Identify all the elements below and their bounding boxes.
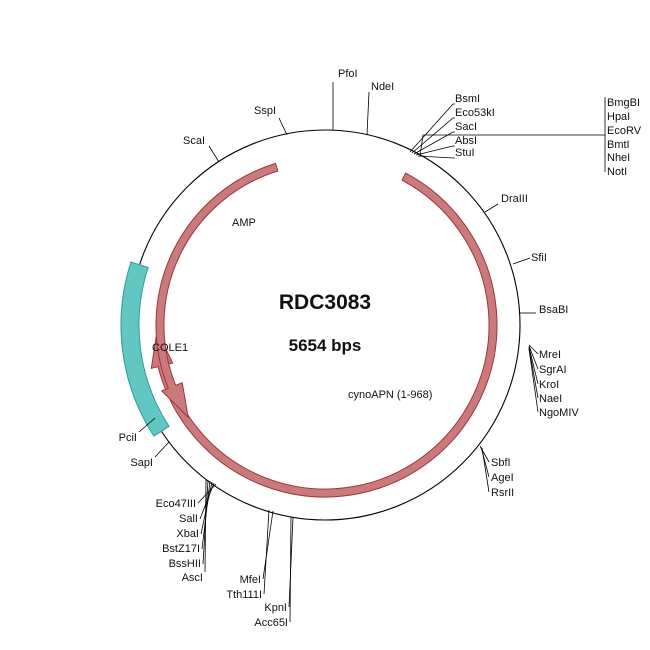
feature-cole1-block[interactable] xyxy=(120,261,170,437)
site-label: SalI xyxy=(179,513,198,525)
site-label: SfiI xyxy=(531,252,547,264)
site-label: NheI xyxy=(607,152,630,164)
feature-label-amp: AMP xyxy=(232,217,256,229)
plasmid-size: 5654 bps xyxy=(289,336,362,355)
site-label: NaeI xyxy=(539,393,562,405)
site-label: SbfI xyxy=(491,457,511,469)
feature-amp-arrow[interactable] xyxy=(155,162,279,419)
site-label: BsaBI xyxy=(539,304,568,316)
site-label: NgoMIV xyxy=(539,407,579,419)
site-label: KpnI xyxy=(264,602,287,614)
site-label: Eco53kI xyxy=(455,107,495,119)
site-label: AgeI xyxy=(491,472,514,484)
site-label: SapI xyxy=(130,457,153,469)
site-label: Tth111I xyxy=(226,589,262,601)
site-label: BmgBI xyxy=(607,97,640,109)
site-label: SspI xyxy=(254,105,276,117)
site-leader-lines xyxy=(138,82,606,623)
site-label: StuI xyxy=(455,147,475,159)
site-label: XbaI xyxy=(176,528,199,540)
site-label: EcoRV xyxy=(607,125,642,137)
site-label: SacI xyxy=(455,121,477,133)
plasmid-name: RDC3083 xyxy=(279,291,371,314)
site-label: BstZ17I xyxy=(162,543,200,555)
site-label: Eco47III xyxy=(156,498,196,510)
site-label: AbsI xyxy=(455,135,477,147)
feature-label-cole1: COLE1 xyxy=(152,342,188,354)
restriction-site-labels: PfoI NdeI SspI ScaI BsmI Eco53kI SacI Ab… xyxy=(119,68,642,629)
site-label: HpaI xyxy=(607,111,630,123)
site-label: NotI xyxy=(607,166,627,178)
site-label: MfeI xyxy=(240,574,261,586)
backbone-circle xyxy=(129,129,521,521)
site-label: BssHII xyxy=(169,558,201,570)
site-label: DraIII xyxy=(501,193,528,205)
site-label: NdeI xyxy=(371,81,394,93)
site-label: KroI xyxy=(539,379,559,391)
site-label: AscI xyxy=(182,572,203,584)
site-label: SgrAI xyxy=(539,364,567,376)
site-label: PfoI xyxy=(338,68,358,80)
site-label: BsmI xyxy=(455,93,480,105)
site-label: ScaI xyxy=(183,135,205,147)
feature-label-cynoapn: cynoAPN (1-968) xyxy=(348,389,432,401)
site-label: BmtI xyxy=(607,139,630,151)
site-label: Acc65I xyxy=(254,617,288,629)
site-label: PciI xyxy=(119,432,137,444)
site-label: RsrII xyxy=(491,487,514,499)
site-label: MreI xyxy=(539,349,561,361)
